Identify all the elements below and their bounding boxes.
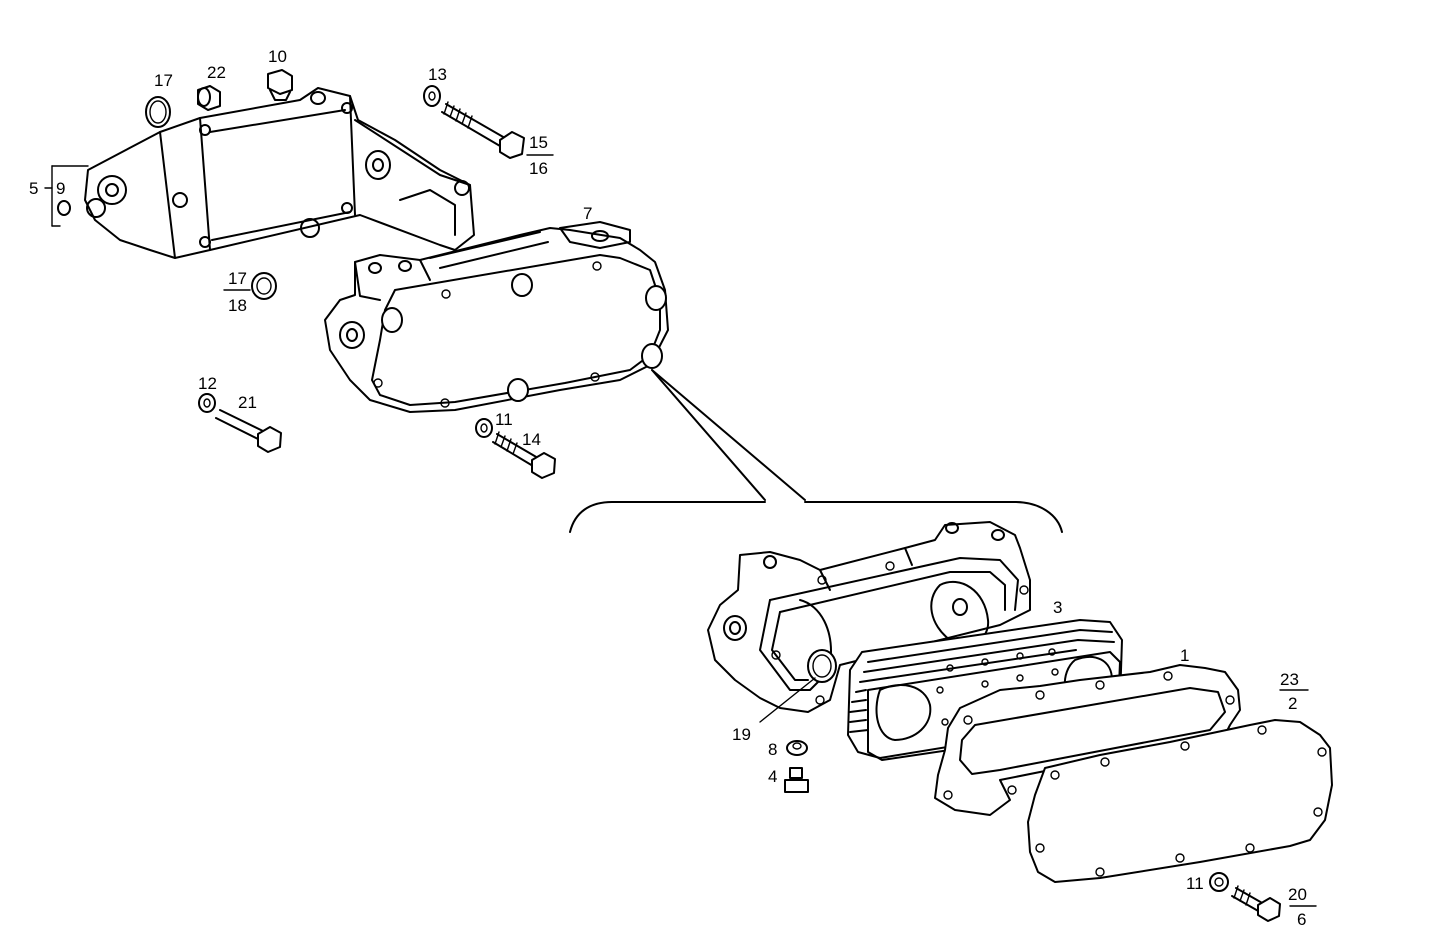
cover-plate bbox=[1027, 719, 1333, 883]
washer-13 bbox=[423, 85, 441, 107]
mounting-bracket bbox=[84, 87, 475, 259]
label-14: 14 bbox=[522, 430, 541, 449]
label-11-mid: 11 bbox=[495, 410, 513, 429]
seal-19 bbox=[759, 649, 837, 723]
washer-8 bbox=[786, 740, 808, 756]
label-23: 23 bbox=[1280, 670, 1299, 689]
label-8: 8 bbox=[768, 740, 777, 759]
bolt-20-6 bbox=[1231, 885, 1281, 922]
bolt-15-16 bbox=[441, 101, 525, 159]
label-16: 16 bbox=[529, 159, 548, 178]
o-ring-17-18 bbox=[251, 272, 277, 300]
label-17-mid: 17 bbox=[228, 269, 247, 288]
label-9: 9 bbox=[56, 179, 65, 198]
fraction-bars bbox=[223, 154, 1317, 907]
label-19: 19 bbox=[732, 725, 751, 744]
label-7: 7 bbox=[583, 204, 592, 223]
label-12: 12 bbox=[198, 374, 217, 393]
plug-22 bbox=[197, 85, 221, 111]
label-21: 21 bbox=[238, 393, 257, 412]
label-6: 6 bbox=[1297, 910, 1306, 929]
cooler-housing bbox=[707, 521, 1031, 713]
label-1: 1 bbox=[1180, 646, 1189, 665]
washer-11-mid bbox=[475, 418, 493, 438]
label-18: 18 bbox=[228, 296, 247, 315]
label-13: 13 bbox=[428, 65, 447, 84]
label-11-bottom: 11 bbox=[1186, 874, 1204, 893]
bolt-21 bbox=[215, 409, 282, 453]
plug-4 bbox=[784, 767, 809, 793]
detail-callout bbox=[569, 369, 1063, 533]
seal-9 bbox=[57, 200, 71, 216]
group-brace-5 bbox=[44, 165, 89, 227]
label-5: 5 bbox=[29, 179, 38, 198]
label-3: 3 bbox=[1053, 598, 1062, 617]
label-10: 10 bbox=[268, 47, 287, 66]
gasket bbox=[934, 664, 1241, 816]
label-22: 22 bbox=[207, 63, 226, 82]
washer-12 bbox=[198, 393, 216, 413]
plug-10 bbox=[267, 69, 293, 101]
washer-11-bottom bbox=[1209, 872, 1229, 892]
label-15: 15 bbox=[529, 133, 548, 152]
label-2: 2 bbox=[1288, 694, 1297, 713]
bolt-14 bbox=[492, 431, 556, 479]
label-20: 20 bbox=[1288, 885, 1307, 904]
oil-cooler-assembly bbox=[324, 221, 669, 413]
label-17-top: 17 bbox=[154, 71, 173, 90]
label-4: 4 bbox=[768, 767, 777, 786]
o-ring-17-top bbox=[145, 96, 171, 128]
